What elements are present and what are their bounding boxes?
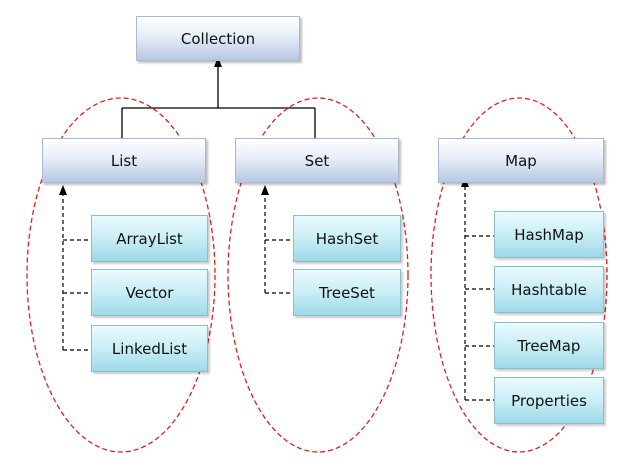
arraylist-label: ArrayList xyxy=(116,229,183,248)
linkedlist-box: LinkedList xyxy=(91,325,208,372)
hashmap-label: HashMap xyxy=(514,225,584,244)
map-group-ellipse xyxy=(430,97,608,453)
properties-box: Properties xyxy=(494,377,604,424)
implementation-connectors xyxy=(59,177,494,401)
treeset-label: TreeSet xyxy=(319,283,375,302)
list-label: List xyxy=(110,151,138,170)
treeset-box: TreeSet xyxy=(293,269,401,316)
treemap-box: TreeMap xyxy=(494,322,604,369)
hashset-label: HashSet xyxy=(315,229,379,248)
group-ellipses xyxy=(26,97,608,453)
list-box: List xyxy=(42,138,206,183)
linkedlist-label: LinkedList xyxy=(111,339,188,358)
treemap-label: TreeMap xyxy=(517,336,581,355)
map-label: Map xyxy=(505,151,537,170)
set-label: Set xyxy=(304,151,330,170)
collection-label: Collection xyxy=(180,29,256,48)
hashmap-box: HashMap xyxy=(494,211,604,258)
list-group-ellipse xyxy=(26,97,216,453)
hashtable-label: Hashtable xyxy=(511,280,587,299)
vector-label: Vector xyxy=(125,283,174,302)
set-box: Set xyxy=(235,138,399,183)
map-box: Map xyxy=(438,138,604,183)
set-group-ellipse xyxy=(227,97,409,453)
collection-box: Collection xyxy=(136,16,300,61)
arraylist-box: ArrayList xyxy=(91,215,208,262)
vector-box: Vector xyxy=(91,269,208,316)
hierarchy-connectors xyxy=(121,57,316,138)
properties-label: Properties xyxy=(511,391,587,410)
hashtable-box: Hashtable xyxy=(494,266,604,313)
hashset-box: HashSet xyxy=(293,215,401,262)
